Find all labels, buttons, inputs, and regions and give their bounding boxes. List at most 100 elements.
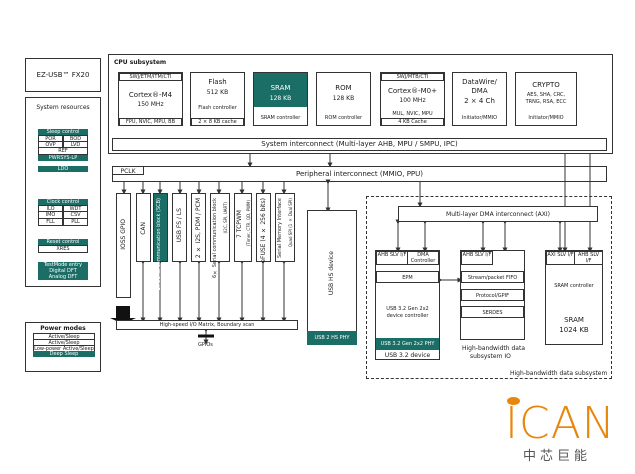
clock-control: Clock control xyxy=(38,199,88,205)
flash-size: 512 KB xyxy=(206,89,229,96)
power-modes-title: Power modes xyxy=(40,325,86,332)
io-matrix-label: High-speed I/O Matrix, Boundary scan xyxy=(159,322,255,328)
rom-size: 128 KB xyxy=(332,95,355,102)
pll-cell: PLL xyxy=(63,218,88,226)
sleep-control: Sleep control xyxy=(38,129,88,135)
ioss-gpio-column: IOSS GPIO xyxy=(116,193,131,298)
hbw-io-label-2: subsystem IO xyxy=(470,353,511,360)
sram-axi-slv: AXI SLV I/F xyxy=(546,251,575,265)
crypto-ctrl: Initiator/MMIO xyxy=(516,115,576,121)
tcpwm-sub: (Timer, CTR, QD, PWM) xyxy=(246,200,251,247)
io-serdes: SERDES xyxy=(461,306,524,318)
logo-text: ICAN xyxy=(505,398,616,449)
sram-size: 128 KB xyxy=(269,95,292,102)
system-interconnect-label: System interconnect (Multi-layer AHB, MP… xyxy=(261,140,458,148)
datawire-dma-block: DataWire/ DMA 2 × 4 Ch Initiator/MMIO xyxy=(452,72,507,126)
pclk-label: PCLK xyxy=(120,168,136,175)
hbw-subsystem xyxy=(366,196,612,379)
usb-hs-device: USB HS device USB 2 HS PHY xyxy=(307,210,357,345)
dma-name-2: DMA xyxy=(471,87,488,95)
hbw-io-block: AHB SLV I/F Stream/packet FIFO Protocol/… xyxy=(460,250,525,340)
hbw-sram-block: AXI SLV I/F AHB SLV I/F SRAM controller … xyxy=(545,250,603,345)
scb-label: 1x Serial communication block (SCB) xyxy=(156,198,162,291)
chip-name-box: EZ-USB™ FX20 xyxy=(25,58,101,92)
power-modes: Power modes Active/Sleep Active/Sleep Lo… xyxy=(25,322,101,372)
efuse-label: eFUSE (4 × 256 bits) xyxy=(260,198,267,263)
cortex-m4-block: SWJ/ETM/ITM/CTI Cortex®-M4 150 MHz FPU, … xyxy=(118,72,183,126)
dma-channels: 2 × 4 Ch xyxy=(464,97,495,105)
testmode-entry: TestMode entry xyxy=(38,262,88,268)
system-interconnect: System interconnect (Multi-layer AHB, MP… xyxy=(112,138,607,151)
usb32-epm: EPM xyxy=(376,271,439,283)
flash-cache: 2 × 8 KB cache xyxy=(191,118,244,126)
usb32-ctrl-2: device controller xyxy=(386,313,429,319)
chip-name: EZ-USB™ FX20 xyxy=(36,71,90,79)
i2s-column: 2 × I2S, PDM / PCM xyxy=(191,193,206,262)
m4-freq: 150 MHz xyxy=(137,101,164,108)
rom-name: ROM xyxy=(335,84,352,92)
hbw-sram-name: SRAM xyxy=(564,316,584,324)
dma-name-1: DataWire/ xyxy=(462,78,497,86)
io-fifo: Stream/packet FIFO xyxy=(461,271,524,283)
cortex-m0-block: SWJ/MTB/CTI Cortex®-M0+ 100 MHz MUL, NVI… xyxy=(380,72,445,126)
logo-bracket xyxy=(507,397,520,405)
axi-label: Multi-layer DMA interconnect (AXI) xyxy=(446,211,550,218)
power-mode-item: Deep Sleep xyxy=(33,351,95,357)
sram-ahb-slv: AHB SLV I/F xyxy=(574,251,603,265)
usb32-dma-ctrl: DMA Controller xyxy=(407,251,439,265)
sram-ctrl: SRAM controller xyxy=(254,115,307,121)
system-resources-title: System resources xyxy=(36,104,90,111)
smif-column: Serial Memory Interface Quad SPI (1 × Du… xyxy=(275,193,295,262)
logo-subtext: 中芯巨能 xyxy=(523,449,592,464)
rom-block: ROM 128 KB ROM controller xyxy=(316,72,371,126)
ldo-cell: LDO xyxy=(38,166,88,172)
usb-fs-label: USB FS / LS xyxy=(176,208,183,243)
m0-cache: 4 KB Cache xyxy=(381,118,444,126)
hbw-sram-size: 1024 KB xyxy=(559,326,589,334)
flash-block: Flash 512 KB Flash controller 2 × 8 KB c… xyxy=(190,72,245,126)
scb6-label: 6× Serial communication block xyxy=(212,198,218,279)
i2s-label: 2 × I2S, PDM / PCM xyxy=(195,198,202,259)
tcpwm-label: 7 TCPWM xyxy=(236,210,243,238)
peripheral-interconnect-label: Peripheral interconnect (MMIO, PPU) xyxy=(295,170,424,178)
flash-name: Flash xyxy=(208,78,227,86)
crypto-algos-2: TRNG, RSA, ECC xyxy=(525,99,567,105)
dma-ctrl: Initiator/MMIO xyxy=(453,115,506,121)
axi-interconnect: Multi-layer DMA interconnect (AXI) xyxy=(398,206,598,222)
reset-control: Reset control xyxy=(38,239,88,245)
crypto-algos-1: AES, SHA, CRC, xyxy=(526,92,566,98)
analog-dft: Analog DFT xyxy=(38,274,88,280)
io-gpif: Protocol/GPIF xyxy=(461,289,524,301)
hbw-io-label-1: High-bandwidth data xyxy=(462,345,526,352)
xres-cell: XRES xyxy=(38,245,88,253)
ref-cell: REF xyxy=(38,147,88,155)
hbw-title: High-bandwidth data subsystem xyxy=(510,370,608,377)
system-resources: System resources Sleep control POR BOD O… xyxy=(25,97,101,287)
flash-ctrl: Flash controller xyxy=(191,105,244,111)
scb6-column: 6× Serial communication block (I2C, SPI,… xyxy=(210,193,230,278)
pwrsys-cell: PWRSYS-LP xyxy=(38,155,88,161)
usb32-device: AHB SLV I/F DMA Controller EPM USB 3.2 G… xyxy=(375,250,440,360)
usb-fs-column: USB FS / LS xyxy=(172,193,187,262)
usb32-phy: USB 3.2 Gen 2x2 PHY xyxy=(376,338,439,350)
usb32-ahb-slv: AHB SLV I/F xyxy=(376,251,408,265)
smif-sub: Quad SPI (1 × Dual SPI) xyxy=(288,198,293,248)
usb32-label: USB 3.2 device xyxy=(384,352,431,359)
m4-features: FPU, NVIC, MPU, BB xyxy=(119,118,182,126)
can-label: CAN xyxy=(140,222,147,235)
scb6-sub: (I2C, SPI, UART) xyxy=(223,202,228,234)
usb-hs-label: USB HS device xyxy=(328,251,335,296)
usb32-ctrl-1: USB 3.2 Gen 2x2 xyxy=(386,306,429,312)
ioss-gpio-label: IOSS GPIO xyxy=(120,219,127,250)
io-ahb-slv: AHB SLV I/F xyxy=(461,251,493,265)
fll-cell: FLL xyxy=(38,218,63,226)
sram-block: SRAM 128 KB SRAM controller xyxy=(253,72,308,126)
efuse-column: eFUSE (4 × 256 bits) xyxy=(256,193,271,263)
m0-name: Cortex®-M0+ xyxy=(387,87,437,95)
peripheral-interconnect: Peripheral interconnect (MMIO, PPU) xyxy=(112,166,607,182)
tcpwm-column: 7 TCPWM (Timer, CTR, QD, PWM) xyxy=(234,193,252,262)
io-matrix: High-speed I/O Matrix, Boundary scan xyxy=(116,320,298,330)
m0-freq: 100 MHz xyxy=(399,97,426,104)
crypto-block: CRYPTO AES, SHA, CRC, TRNG, RSA, ECC Ini… xyxy=(515,72,577,126)
